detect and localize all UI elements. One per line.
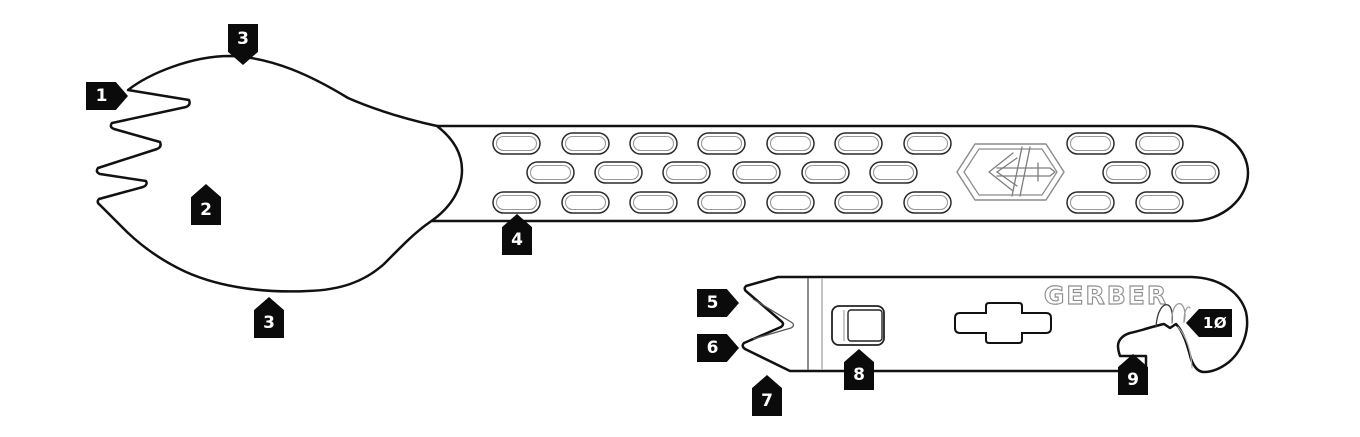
brand-wordmark: GERBER bbox=[1044, 281, 1168, 310]
handle-slot-pattern bbox=[492, 132, 1220, 214]
gerber-shield-sword-emblem-icon bbox=[956, 143, 1065, 201]
spork-bowl-and-tines bbox=[95, 54, 464, 293]
pry-notch-bevel-line bbox=[752, 298, 795, 340]
latch-window bbox=[831, 305, 885, 346]
cross-cutout bbox=[954, 302, 1052, 344]
thumb-grip-ridges-icon bbox=[1155, 302, 1193, 369]
